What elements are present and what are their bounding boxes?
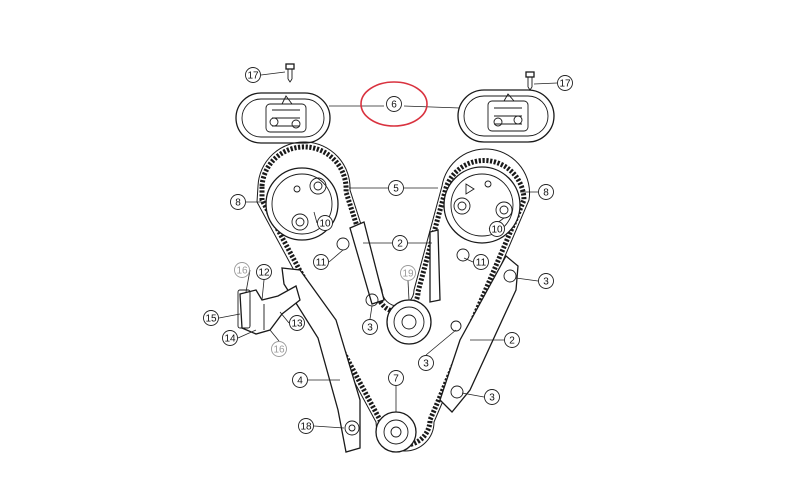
left-tensioner-arm <box>281 267 361 453</box>
callout-circle <box>230 194 246 210</box>
right-cam-sprocket <box>443 166 521 244</box>
highlight-ring <box>360 81 428 127</box>
upper-left-guide <box>336 221 385 307</box>
callout-10: 10 <box>317 215 333 231</box>
callout-circle <box>386 96 402 112</box>
right-chain-cover <box>457 89 555 143</box>
callout-16: 16 <box>234 262 250 278</box>
callout-circle <box>489 221 505 237</box>
callout-group: 17 17 6 5 8 8 10 10 2 11 11 16 12 19 3 15 13 3 14 2 16 3 7 4 3 18 <box>203 67 573 434</box>
callout-label: 16 <box>236 266 248 277</box>
callout-circle <box>504 332 520 348</box>
callout-3: 3 <box>418 355 434 371</box>
callout-label: 3 <box>489 393 495 404</box>
callout-16: 16 <box>271 341 287 357</box>
callout-label: 5 <box>393 184 399 195</box>
callout-circle <box>289 315 305 331</box>
callout-label: 8 <box>235 198 241 209</box>
callout-circle <box>292 372 308 388</box>
callout-label: 2 <box>397 239 403 250</box>
callout-8: 8 <box>538 184 554 200</box>
callout-11: 11 <box>313 254 329 270</box>
callout-label: 10 <box>319 219 331 230</box>
callout-15: 15 <box>203 310 219 326</box>
callout-circle <box>400 265 416 281</box>
callout-circle <box>313 254 329 270</box>
callout-3: 3 <box>538 273 554 289</box>
callout-circle <box>388 180 404 196</box>
callout-label: 3 <box>423 359 429 370</box>
callout-label: 17 <box>247 71 259 82</box>
callout-label: 11 <box>476 258 487 269</box>
callout-circle <box>484 389 500 405</box>
callout-label: 13 <box>291 319 303 330</box>
callout-circle <box>392 235 408 251</box>
callout-label: 2 <box>509 336 515 347</box>
callout-17: 17 <box>245 67 261 83</box>
callout-label: 14 <box>224 334 236 345</box>
callout-17: 17 <box>557 75 573 91</box>
callout-circle <box>473 254 489 270</box>
callout-circle <box>298 418 314 434</box>
callout-label: 19 <box>402 269 414 280</box>
callout-label: 8 <box>543 188 549 199</box>
callout-label: 10 <box>491 225 503 236</box>
callout-label: 3 <box>543 277 549 288</box>
callout-7: 7 <box>388 370 404 386</box>
callout-label: 16 <box>273 345 285 356</box>
callout-circle <box>388 370 404 386</box>
callout-circle <box>418 355 434 371</box>
callout-circle <box>557 75 573 91</box>
callout-circle <box>317 215 333 231</box>
callout-circle <box>203 310 219 326</box>
callout-label: 11 <box>316 258 327 269</box>
callout-circle <box>538 273 554 289</box>
callout-2: 2 <box>504 332 520 348</box>
callout-circle <box>234 262 250 278</box>
upper-right-guide <box>429 229 470 303</box>
callout-2: 2 <box>392 235 408 251</box>
callout-label: 7 <box>393 374 399 385</box>
callout-10: 10 <box>489 221 505 237</box>
callout-label: 4 <box>297 376 303 387</box>
callout-18: 18 <box>298 418 314 434</box>
callout-circle <box>362 319 378 335</box>
callout-label: 3 <box>367 323 373 334</box>
callout-13: 13 <box>289 315 305 331</box>
callout-14: 14 <box>222 330 238 346</box>
callout-5: 5 <box>388 180 404 196</box>
callout-19: 19 <box>400 265 416 281</box>
right-tensioner-arm <box>439 254 519 413</box>
callout-12: 12 <box>256 264 272 280</box>
cover-bolt-left <box>285 63 295 83</box>
callout-label: 6 <box>391 100 397 111</box>
left-chain-cover <box>235 92 331 144</box>
idler-sprocket <box>386 299 432 345</box>
callout-circle <box>256 264 272 280</box>
callout-label: 15 <box>205 314 217 325</box>
callout-label: 18 <box>300 422 312 433</box>
callout-11: 11 <box>473 254 489 270</box>
leader-lines <box>218 71 558 429</box>
crank-sprocket <box>375 411 417 453</box>
callout-8: 8 <box>230 194 246 210</box>
callout-4: 4 <box>292 372 308 388</box>
callout-label: 12 <box>258 268 270 279</box>
callout-circle <box>222 330 238 346</box>
callout-label: 17 <box>559 79 571 90</box>
callout-circle <box>245 67 261 83</box>
callout-3: 3 <box>484 389 500 405</box>
callout-circle <box>271 341 287 357</box>
callout-3: 3 <box>362 319 378 335</box>
timing-chain <box>256 141 531 452</box>
callout-6: 6 <box>386 96 402 112</box>
callout-circle <box>538 184 554 200</box>
cover-bolt-right <box>525 71 535 91</box>
